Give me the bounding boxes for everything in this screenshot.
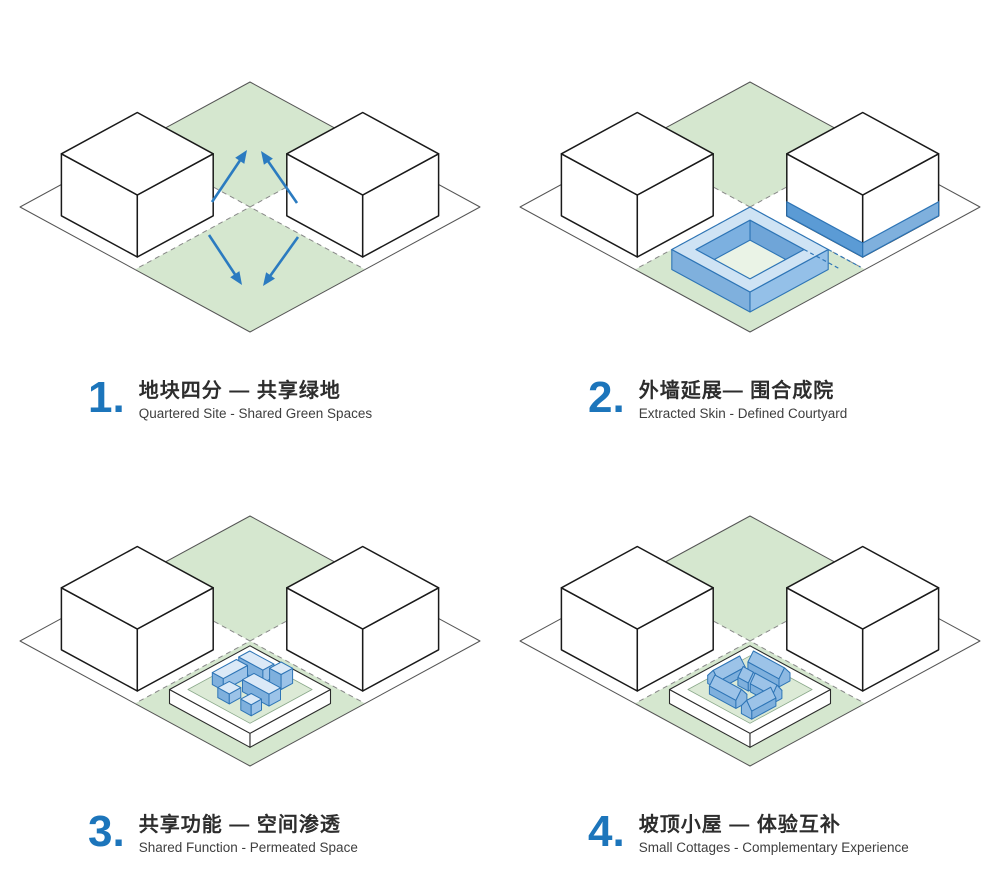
- step-subtitle-en: Quartered Site - Shared Green Spaces: [138, 406, 373, 421]
- courtyard-ring-rim: [671, 206, 829, 293]
- step-title-cn: 坡顶小屋 — 体验互补: [638, 814, 841, 836]
- building-cube-top-face: [286, 111, 440, 196]
- step-2-caption: 2. 外墙延展— 围合成院 Extracted Skin - Defined C…: [588, 374, 1000, 421]
- building-cube-top-face: [786, 545, 940, 630]
- step-1-diagram: [19, 81, 481, 333]
- quarter-dash-line: [134, 144, 366, 270]
- step-4-diagram: [519, 515, 981, 767]
- shared-box-top: [240, 693, 262, 706]
- building-cube-top-face: [286, 545, 440, 630]
- step-panel-1: 1. 地块四分 — 共享绿地 Quartered Site - Shared G…: [0, 0, 500, 452]
- shared-box-top: [238, 650, 275, 671]
- step-number: 1.: [88, 372, 125, 422]
- share-arrow-head: [230, 271, 242, 285]
- step-1-caption: 1. 地块四分 — 共享绿地 Quartered Site - Shared G…: [88, 374, 500, 421]
- share-arrow: [267, 236, 300, 280]
- share-arrow-head: [235, 150, 247, 164]
- quarter-dash-line: [134, 578, 366, 704]
- step-3-diagram: [19, 515, 481, 767]
- step-subtitle-en: Small Cottages - Complementary Experienc…: [638, 840, 909, 855]
- building-cube-top-face: [786, 111, 940, 196]
- share-arrow: [210, 156, 244, 203]
- step-4-caption: 4. 坡顶小屋 — 体验互补 Small Cottages - Compleme…: [588, 808, 1000, 855]
- step-number: 2.: [588, 372, 625, 422]
- shared-box-top: [217, 680, 242, 695]
- step-title-cn: 外墙延展— 围合成院: [638, 380, 835, 402]
- shared-box-top: [211, 659, 248, 680]
- shared-box-top: [242, 672, 281, 695]
- shared-box-top: [269, 661, 294, 675]
- step-number: 4.: [588, 806, 625, 856]
- step-number: 3.: [88, 806, 125, 856]
- building-cube-top-face: [60, 111, 214, 196]
- building-cube-top-face: [560, 111, 714, 196]
- cottage-gable: [778, 667, 791, 688]
- cottage-gable: [740, 699, 753, 720]
- building-cube-top-face: [60, 545, 214, 630]
- share-arrow: [207, 234, 239, 279]
- step-title-cn: 共享功能 — 空间渗透: [138, 814, 341, 836]
- step-subtitle-en: Extracted Skin - Defined Courtyard: [638, 406, 848, 421]
- extracted-skin-band: [862, 201, 940, 258]
- share-arrow: [265, 157, 299, 204]
- step-panel-4: 4. 坡顶小屋 — 体验互补 Small Cottages - Compleme…: [500, 452, 1000, 882]
- share-arrow-head: [261, 151, 273, 165]
- step-3-caption: 3. 共享功能 — 空间渗透 Shared Function - Permeat…: [88, 808, 500, 855]
- step-2-diagram: [519, 81, 981, 333]
- extraction-guide-dash: [827, 248, 861, 268]
- quarter-dash-line: [634, 578, 866, 704]
- share-arrow-head: [263, 272, 275, 286]
- step-title-cn: 地块四分 — 共享绿地: [138, 380, 341, 402]
- step-panel-2: 2. 外墙延展— 围合成院 Extracted Skin - Defined C…: [500, 0, 1000, 452]
- step-subtitle-en: Shared Function - Permeated Space: [138, 840, 358, 855]
- building-cube-top-face: [560, 545, 714, 630]
- step-panel-3: 3. 共享功能 — 空间渗透 Shared Function - Permeat…: [0, 452, 500, 882]
